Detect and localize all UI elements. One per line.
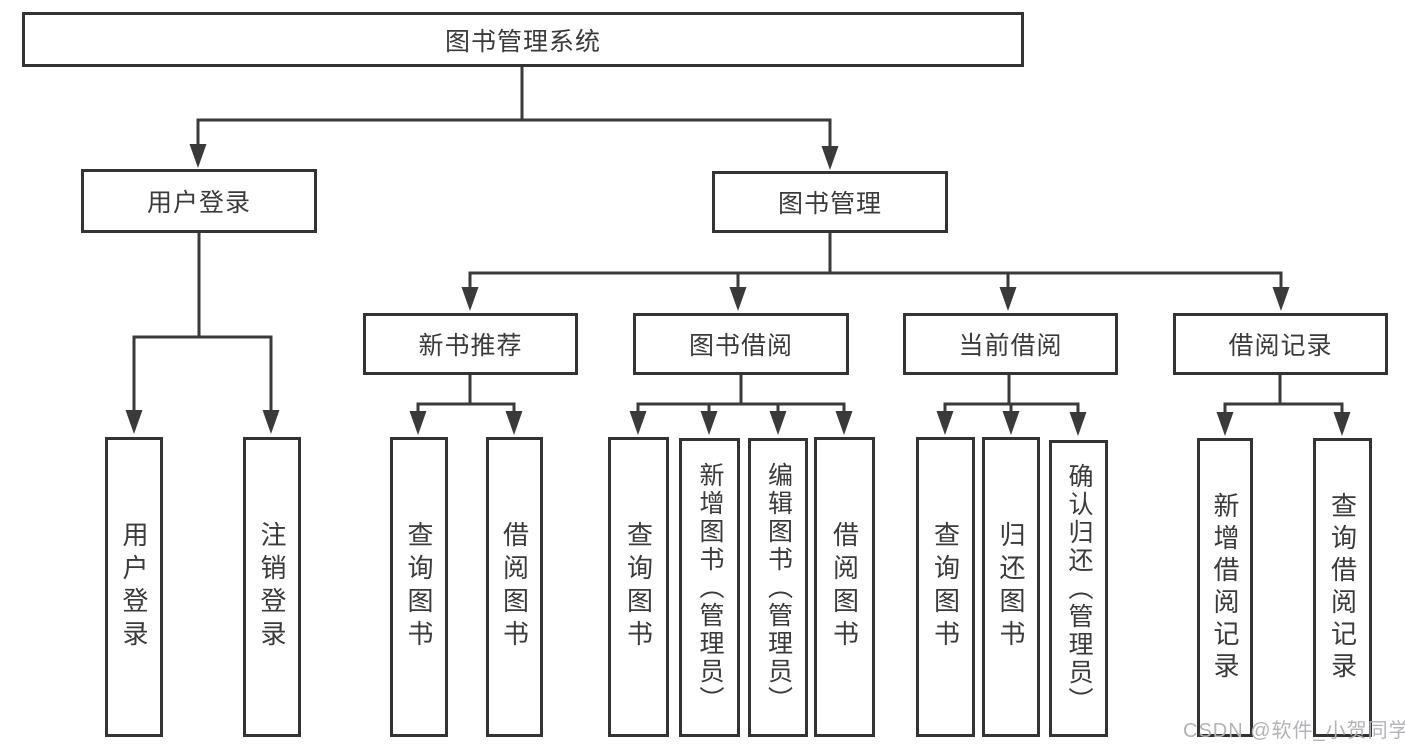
- leaf-bb-add-books-admin-label: 新增图书（管理员）: [696, 461, 724, 714]
- leaf-user-login-label: 用户登录: [119, 521, 149, 653]
- node-borrow-records: 借阅记录: [1173, 313, 1388, 375]
- leaf-bb-borrow-books-label: 借阅图书: [829, 521, 860, 653]
- node-root-label: 图书管理系统: [444, 27, 601, 56]
- node-current-borrow: 当前借阅: [903, 313, 1118, 375]
- leaf-logout-login: 注销登录: [243, 437, 301, 737]
- node-current-borrow-label: 当前借阅: [958, 332, 1063, 360]
- node-user-login: 用户登录: [81, 169, 317, 233]
- leaf-bb-edit-books-admin: 编辑图书（管理员）: [748, 438, 808, 737]
- leaf-nb-borrow-books: 借阅图书: [486, 437, 543, 737]
- leaf-bb-edit-books-admin-label: 编辑图书（管理员）: [764, 461, 793, 714]
- leaf-nb-query-books: 查询图书: [390, 437, 448, 737]
- leaf-bb-borrow-books: 借阅图书: [814, 437, 875, 737]
- leaf-nb-borrow-books-label: 借阅图书: [499, 521, 530, 653]
- leaf-cb-return-books-label: 归还图书: [996, 521, 1026, 653]
- watermark: CSDN @软件_小贺同学: [1183, 720, 1405, 742]
- node-book-borrow: 图书借阅: [633, 313, 849, 375]
- node-root: 图书管理系统: [22, 12, 1024, 67]
- leaf-bb-query-books: 查询图书: [608, 437, 669, 737]
- leaf-nb-query-books-label: 查询图书: [404, 521, 434, 653]
- leaf-br-query-record: 查询借阅记录: [1313, 438, 1372, 737]
- leaf-cb-return-books: 归还图书: [982, 437, 1040, 737]
- leaf-cb-query-books-label: 查询图书: [930, 521, 961, 653]
- leaf-cb-confirm-return-admin-label: 确认归还（管理员）: [1065, 462, 1093, 715]
- node-book-management: 图书管理: [712, 171, 948, 233]
- leaf-bb-add-books-admin: 新增图书（管理员）: [679, 438, 740, 737]
- leaf-br-add-record: 新增借阅记录: [1197, 438, 1253, 737]
- leaf-br-add-record-label: 新增借阅记录: [1210, 491, 1240, 684]
- node-user-login-label: 用户登录: [146, 189, 251, 217]
- leaf-cb-confirm-return-admin: 确认归还（管理员）: [1049, 440, 1108, 737]
- leaf-bb-query-books-label: 查询图书: [623, 521, 654, 653]
- leaf-logout-login-label: 注销登录: [257, 521, 287, 653]
- node-borrow-records-label: 借阅记录: [1228, 332, 1333, 360]
- arrowheads: [125, 144, 1351, 436]
- node-book-management-label: 图书管理: [777, 190, 882, 218]
- node-book-borrow-label: 图书借阅: [688, 332, 793, 360]
- node-new-book-recommend-label: 新书推荐: [418, 332, 523, 360]
- leaf-user-login: 用户登录: [105, 437, 163, 737]
- leaf-cb-query-books: 查询图书: [916, 437, 975, 737]
- node-new-book-recommend: 新书推荐: [363, 313, 578, 375]
- leaf-br-query-record-label: 查询借阅记录: [1327, 491, 1358, 684]
